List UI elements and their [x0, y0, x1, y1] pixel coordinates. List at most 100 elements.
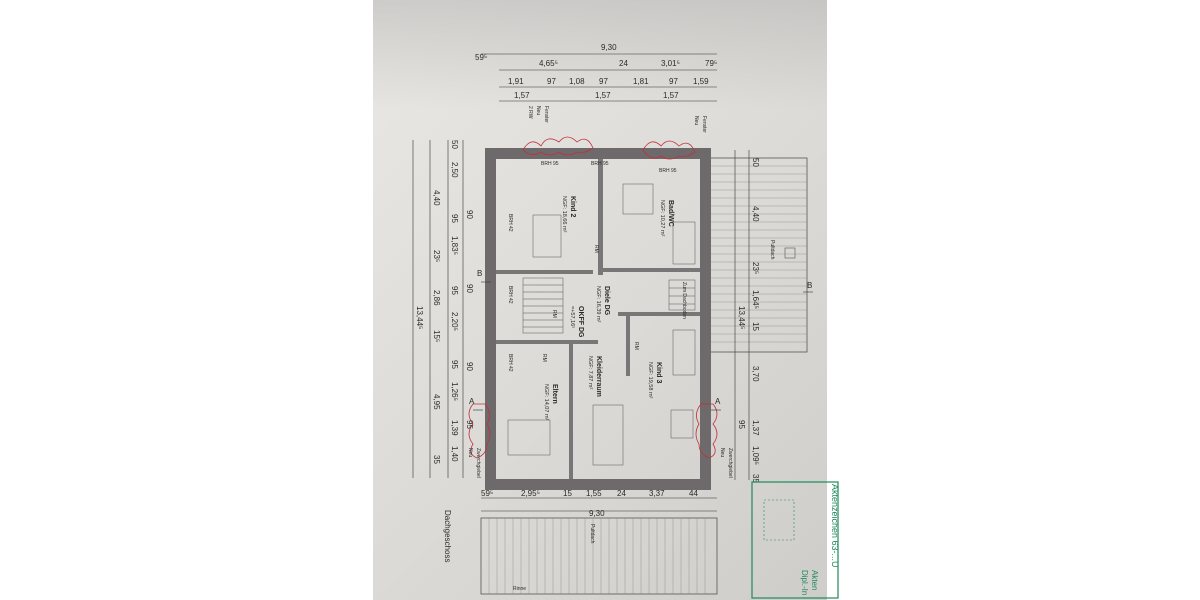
room-kind2-name: Kind 2 — [569, 196, 576, 217]
room-kind3-area: NGF: 19,58 m² — [647, 362, 653, 399]
approval-stamp: Aktenzeichen 63-...U Akten Dipl.-In — [751, 481, 840, 599]
stamp-line-3: Dipl.-In — [800, 570, 809, 595]
dim-top-191: 1,91 — [508, 77, 524, 86]
floor-plan-drawing: 59⁵ 9,30 4,65⁵ 24 3,01⁵ 79⁵ 1,91 97 1,08… — [412, 43, 813, 595]
room-badwc-area: NGF: 10,27 m² — [659, 200, 665, 237]
left-dimension-lines — [412, 140, 464, 478]
bottom-dimension-lines — [481, 497, 717, 512]
floor-plan-paper: 59⁵ 9,30 4,65⁵ 24 3,01⁵ 79⁵ 1,91 97 1,08… — [373, 0, 827, 600]
dim-left-139: 1,39 — [450, 420, 459, 436]
roof-top-hatch — [706, 157, 808, 353]
dim-right-35: 35 — [751, 474, 760, 483]
dim-top-595: 59⁵ — [475, 53, 487, 62]
dim-left-440: 4,40 — [432, 190, 441, 206]
top-dimension-lines — [481, 53, 717, 102]
dim-right-370: 3,70 — [751, 366, 760, 382]
dim-left-140: 1,40 — [450, 446, 459, 462]
room-kind2-area: NGF: 18,66 m² — [561, 196, 567, 233]
room-diele-area: NGF: 16,39 m² — [595, 286, 601, 323]
label-zwerchgiebel-right: Zwerchgiebel — [727, 448, 733, 478]
room-kleider-name: Kleiderraum — [595, 356, 602, 397]
dim-left-1265: 1,26⁵ — [450, 382, 459, 401]
label-rm-3: RM — [633, 342, 639, 350]
label-section-a-right: A — [715, 397, 721, 406]
dim-bottom-595: 59⁵ — [481, 489, 493, 498]
label-section-a-left: A — [469, 397, 475, 406]
dim-left-95b: 95 — [450, 286, 459, 295]
label-section-b-right: B — [807, 281, 812, 290]
dim-right-15: 15 — [751, 322, 760, 331]
dim-right-50: 50 — [751, 158, 760, 167]
dim-right-95: 95 — [737, 420, 746, 429]
dim-right-1095: 1,09⁵ — [751, 446, 760, 465]
dim-left-95d: 95 — [465, 420, 474, 429]
label-brh95-b: BRH 95 — [591, 161, 609, 167]
room-okff-name: OKFF DG — [577, 306, 584, 338]
label-brh42-b: BRH 42 — [507, 286, 513, 304]
stamp-line-1: Aktenzeichen 63-...U — [830, 484, 840, 568]
dim-bottom-2955: 2,95⁵ — [521, 489, 540, 498]
dim-top-159: 1,59 — [693, 77, 709, 86]
room-okff-value: =+57,16⁵ — [569, 306, 576, 328]
label-brh42-a: BRH 42 — [507, 214, 513, 232]
dim-left-495: 4,95 — [432, 394, 441, 410]
dim-left-2205: 2,20⁵ — [450, 312, 459, 331]
section-markers — [473, 281, 813, 411]
dim-top-97c: 97 — [669, 77, 678, 86]
room-badwc-name: Bad/WC — [667, 200, 674, 227]
label-dachgeschoss: Dachgeschoss — [443, 510, 452, 562]
label-zwerchgiebel-right-neu: Neu — [719, 448, 725, 457]
room-kleider-area: NGF: 7,87 m² — [587, 356, 593, 389]
dim-right-137: 1,37 — [751, 420, 760, 436]
dim-bottom-337: 3,37 — [649, 489, 665, 498]
dim-left-286: 2,86 — [432, 290, 441, 306]
dim-bottom-155: 1,55 — [586, 489, 602, 498]
dim-top-157c: 1,57 — [663, 91, 679, 100]
dim-left-90a: 90 — [465, 210, 474, 219]
dim-bottom-15: 15 — [563, 489, 572, 498]
dim-right-1645: 1,64⁵ — [751, 290, 760, 309]
dim-left-90b: 90 — [465, 284, 474, 293]
dim-left-155: 15⁵ — [432, 330, 441, 342]
dim-top-157b: 1,57 — [595, 91, 611, 100]
label-rm-2: RM — [551, 310, 557, 318]
outer-walls — [485, 148, 711, 490]
dim-right-235: 23⁵ — [751, 262, 760, 274]
dim-right-440: 4,40 — [751, 206, 760, 222]
dim-left-95a: 95 — [450, 214, 459, 223]
label-fenster-left: Fenster — [543, 106, 549, 123]
label-fenster-right: Fenster — [701, 116, 707, 133]
room-kind3-name: Kind 3 — [655, 362, 662, 383]
label-zwerchgiebel-left: Zwerchgiebel — [475, 448, 481, 478]
label-2rw: 2 RW — [527, 106, 533, 119]
dim-top-930: 9,30 — [601, 43, 617, 52]
dim-bottom-44: 44 — [689, 489, 698, 498]
dim-left-95c: 95 — [450, 360, 459, 369]
label-zwerchgiebel-left-neu: Neu — [467, 448, 473, 457]
dim-left-50: 50 — [450, 140, 459, 149]
dim-left-1835: 1,83⁵ — [450, 236, 459, 255]
room-eltern-name: Eltern — [551, 384, 558, 404]
room-eltern-area: NGF: 14,07 m² — [543, 384, 549, 421]
label-zum-dachboden: Zum Dachboden — [681, 282, 687, 319]
interior-walls — [496, 159, 700, 479]
dim-top-97b: 97 — [599, 77, 608, 86]
paper-shadow — [373, 0, 827, 110]
label-rm-4: RM — [541, 354, 547, 362]
dim-left-90c: 90 — [465, 362, 474, 371]
right-dimension-lines — [734, 150, 750, 480]
dim-top-181: 1,81 — [633, 77, 649, 86]
label-pultdach-bottom: Pultdach — [589, 524, 595, 544]
label-rinne: Rinne — [513, 586, 526, 592]
dim-left-outer: 13,44⁵ — [415, 306, 424, 329]
label-brh42-c: BRH 42 — [507, 354, 513, 372]
dim-bottom-24: 24 — [617, 489, 626, 498]
dim-left-235: 23⁵ — [432, 250, 441, 262]
roof-bottom-hatch — [480, 517, 718, 595]
dim-top-795: 79⁵ — [705, 59, 717, 68]
dim-left-250: 2,50 — [450, 162, 459, 178]
label-brh95-a: BRH 95 — [541, 161, 559, 167]
dim-top-97a: 97 — [547, 77, 556, 86]
dim-left-35: 35 — [432, 455, 441, 464]
dim-right-outer: 13,44⁵ — [737, 306, 746, 329]
